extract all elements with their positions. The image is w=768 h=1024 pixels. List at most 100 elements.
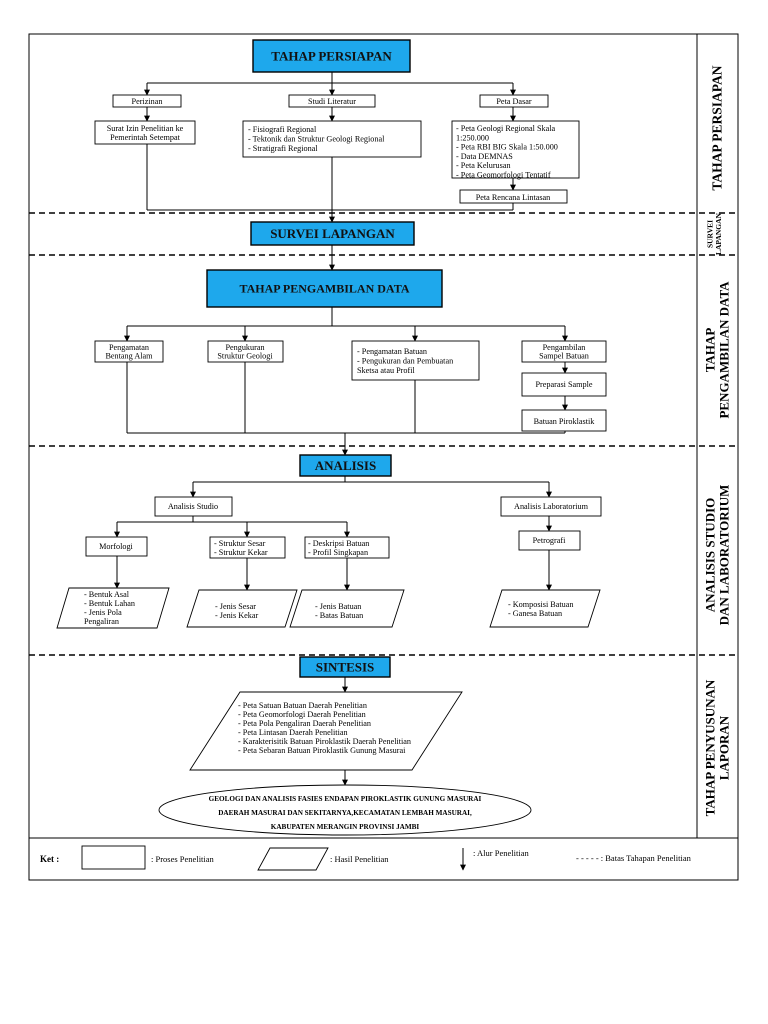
peta-hasil-text: - Peta Satuan Batuan Daerah Penelitian <box>238 701 367 710</box>
peta-hasil-para <box>189 691 463 771</box>
survei-header-label: SURVEI LAPANGAN <box>270 226 395 241</box>
studio-label: Analisis Studio <box>168 502 218 511</box>
hasil-batuan-text: - Batas Batuan <box>315 611 363 620</box>
peta-dasar-result-text: - Peta Geomorfologi Tentatif <box>456 171 551 180</box>
batuan-box <box>351 340 480 381</box>
final-result-ellipse <box>158 784 532 836</box>
literatur-result-text: - Tektonik dan Struktur Geologi Regional <box>248 135 385 144</box>
peta-dasar-result-box <box>451 120 580 179</box>
izin-result-box <box>94 120 196 145</box>
legend-process-label: : Proses Penelitian <box>151 854 215 864</box>
persiapan-header <box>252 39 411 73</box>
struktur-label: Pengukuran <box>225 343 264 352</box>
hasil-batuan-para <box>289 589 405 628</box>
petrografi-label: Petrografi <box>533 536 566 545</box>
preparasi-label: Preparasi Sample <box>535 380 592 389</box>
peta-dasar-result-text: 1:250.000 <box>456 133 489 142</box>
sampel-label: Pengambilan <box>543 343 586 352</box>
side-label-pengambilan: TAHAP <box>702 328 717 373</box>
legend-title: Ket : <box>40 854 59 864</box>
peta-hasil-text: - Karakterisitik Batuan Piroklastik Daer… <box>238 737 411 746</box>
struktur-analisis-label: - Struktur Kekar <box>214 548 268 557</box>
side-label-sintesis: TAHAP PENYUSUNAN <box>702 679 717 816</box>
bentang-box <box>94 340 164 363</box>
sampel-box <box>521 340 607 363</box>
deskripsi-label: - Profil Singkapan <box>308 548 368 557</box>
peta-hasil-text: - Peta Lintasan Daerah Penelitian <box>238 728 348 737</box>
final-result-text: KABUPATEN MERANGIN PROVINSI JAMBI <box>271 823 420 831</box>
legend-boundary-label: - - - - - : Batas Tahapan Penelitian <box>576 853 692 863</box>
pengambilan-header <box>206 269 443 308</box>
side-label-survei: LAPANGAN <box>714 212 723 255</box>
final-result-text: GEOLOGI DAN ANALISIS FASIES ENDAPAN PIRO… <box>209 795 482 803</box>
legend-flow-label: : Alur Penelitian <box>473 848 529 858</box>
side-label-pengambilan: PENGAMBILAN DATA <box>717 281 732 419</box>
side-label-survei: SURVEI <box>706 220 715 248</box>
perizinan-box <box>112 94 182 108</box>
preparasi-box <box>521 372 607 397</box>
side-label-analisis: ANALISIS STUDIO <box>702 498 717 613</box>
side-label-analisis: DAN LABORATORIUM <box>717 485 732 626</box>
struktur-label: Struktur Geologi <box>217 352 273 361</box>
batuan-label: Sketsa atau Profil <box>357 366 415 375</box>
bentang-label: Pengamatan <box>109 343 149 352</box>
literatur-result-box <box>242 120 422 158</box>
hasil-morfologi-text: - Jenis Pola <box>84 608 122 617</box>
izin-result-text: Surat Izin Penelitian ke <box>107 124 184 133</box>
legend-result-para <box>257 847 329 871</box>
struktur-analisis-label: - Struktur Sesar <box>214 539 266 548</box>
sintesis-header <box>299 656 391 678</box>
survei-header <box>250 221 415 246</box>
hasil-morfologi-text: Pengaliran <box>84 617 119 626</box>
batuan-label: - Pengukuran dan Pembuatan <box>357 357 453 366</box>
analisis-header <box>299 454 392 477</box>
peta-dasar-result-text: - Data DEMNAS <box>456 152 513 161</box>
peta-dasar-label: Peta Dasar <box>496 97 532 106</box>
literatur-result-text: - Stratigrafi Regional <box>248 144 318 153</box>
hasil-petrografi-text: - Ganesa Batuan <box>508 609 562 618</box>
hasil-batuan-text: - Jenis Batuan <box>315 602 361 611</box>
hasil-morfologi-para <box>56 587 170 629</box>
deskripsi-label: - Deskripsi Batuan <box>308 539 369 548</box>
peta-hasil-text: - Peta Geomorfologi Daerah Penelitian <box>238 710 366 719</box>
peta-dasar-result-text: - Peta Kelurusan <box>456 161 511 170</box>
morfologi-box <box>85 536 148 557</box>
literatur-result-text: - Fisiografi Regional <box>248 125 317 134</box>
deskripsi-box <box>304 536 390 559</box>
hasil-petrografi-text: - Komposisi Batuan <box>508 600 574 609</box>
bentang-label: Bentang Alam <box>105 352 153 361</box>
batuan-label: - Pengamatan Batuan <box>357 347 427 356</box>
studi-literatur-label: Studi Literatur <box>308 97 356 106</box>
sampel-label: Sampel Batuan <box>539 352 589 361</box>
final-result-text: DAERAH MASURAI DAN SEKITARNYA,KECAMATAN … <box>218 809 472 817</box>
hasil-struktur-text: - Jenis Kekar <box>215 611 258 620</box>
hasil-petrografi-para <box>489 589 601 628</box>
hasil-morfologi-text: - Bentuk Lahan <box>84 599 135 608</box>
peta-hasil-text: - Peta Sebaran Batuan Piroklastik Gunung… <box>238 746 406 755</box>
struktur-box <box>207 340 284 363</box>
hasil-struktur-text: - Jenis Sesar <box>215 602 256 611</box>
legend-process-box <box>81 845 146 870</box>
piroklastik-label: Batuan Piroklastik <box>534 417 596 426</box>
stage-boundaries <box>29 212 738 656</box>
analisis-header-label: ANALISIS <box>315 458 376 473</box>
hasil-morfologi-text: - Bentuk Asal <box>84 590 130 599</box>
peta-dasar-result-text: - Peta RBI BIG Skala 1:50.000 <box>456 143 558 152</box>
studio-box <box>154 496 233 517</box>
peta-hasil-text: - Peta Pola Pengaliran Daerah Penelitian <box>238 719 371 728</box>
petrografi-box <box>518 530 581 551</box>
pengambilan-header-label: TAHAP PENGAMBILAN DATA <box>239 282 409 296</box>
peta-dasar-result-text: - Peta Geologi Regional Skala <box>456 124 556 133</box>
izin-result-text: Pemerintah Setempat <box>110 133 181 142</box>
struktur-analisis-box <box>209 536 286 559</box>
sintesis-header-label: SINTESIS <box>316 660 375 675</box>
legend-result-label: : Hasil Penelitian <box>330 854 389 864</box>
rencana-lintasan-box <box>459 189 568 204</box>
laboratorium-label: Analisis Laboratorium <box>514 502 589 511</box>
hasil-struktur-para <box>186 589 298 628</box>
laboratorium-box <box>500 496 602 517</box>
piroklastik-box <box>521 409 607 432</box>
side-label-sintesis: LAPORAN <box>717 715 732 780</box>
persiapan-header-label: TAHAP PERSIAPAN <box>271 49 392 64</box>
